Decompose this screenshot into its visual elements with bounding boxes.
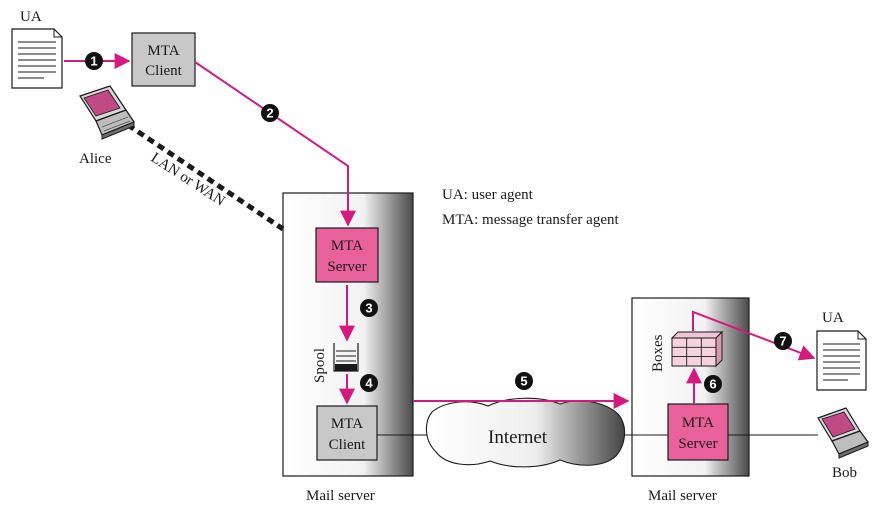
ua-receiver-document-icon [816, 330, 867, 391]
ua-receiver-label: UA [822, 310, 844, 326]
mta-client-top-line2: Client [145, 63, 182, 79]
spool-queue-icon [333, 343, 359, 372]
mailboxes-icon [670, 330, 724, 368]
svg-text:3: 3 [365, 301, 372, 316]
svg-text:6: 6 [709, 377, 716, 392]
internet-cloud [425, 397, 626, 468]
mail-server-right-caption: Mail server [648, 488, 717, 504]
mta-server-right-box [667, 403, 729, 461]
svg-text:5: 5 [520, 374, 527, 389]
mta-server-left-box [315, 227, 379, 283]
step-marker-4: 4 [360, 374, 378, 392]
mta-client-bottom-line1: MTA [331, 416, 363, 432]
alice-label: Alice [79, 151, 112, 167]
svg-text:2: 2 [266, 106, 273, 121]
step-marker-1: 1 [85, 52, 103, 70]
mta-client-top-line1: MTA [147, 43, 179, 59]
boxes-label: Boxes [650, 334, 666, 372]
lan-wan-dashed-link [126, 122, 285, 232]
internet-label: Internet [488, 427, 548, 448]
alice-laptop-icon [79, 85, 135, 140]
mta-client-bottom-line2: Client [329, 437, 366, 453]
step-marker-6: 6 [704, 375, 722, 393]
mta-server-left-line1: MTA [331, 238, 363, 254]
ua-sender-document-icon [11, 28, 63, 89]
legend-mta: MTA: message transfer agent [442, 212, 619, 228]
step-marker-3: 3 [360, 299, 378, 317]
flow-arrow-7 [692, 310, 816, 361]
svg-text:7: 7 [779, 334, 786, 349]
flow-arrow-2 [194, 61, 356, 227]
step-marker-2: 2 [261, 104, 279, 122]
bob-label: Bob [832, 465, 857, 481]
svg-text:1: 1 [90, 54, 97, 69]
mail-server-left-caption: Mail server [306, 488, 375, 504]
mta-client-bottom-box [316, 405, 378, 461]
mta-server-right-line2: Server [678, 436, 717, 452]
mta-server-right-line1: MTA [682, 415, 714, 431]
ua-sender-label: UA [20, 9, 42, 25]
spool-label: Spool [312, 348, 328, 383]
svg-text:4: 4 [365, 376, 373, 391]
step-marker-7: 7 [774, 332, 792, 350]
bob-laptop-icon [817, 407, 869, 459]
mta-client-top-box [131, 32, 196, 87]
legend-ua: UA: user agent [442, 187, 534, 203]
step-marker-5: 5 [515, 372, 533, 390]
mta-server-left-line2: Server [327, 259, 366, 275]
lan-wan-label: LAN or WAN [148, 150, 228, 210]
